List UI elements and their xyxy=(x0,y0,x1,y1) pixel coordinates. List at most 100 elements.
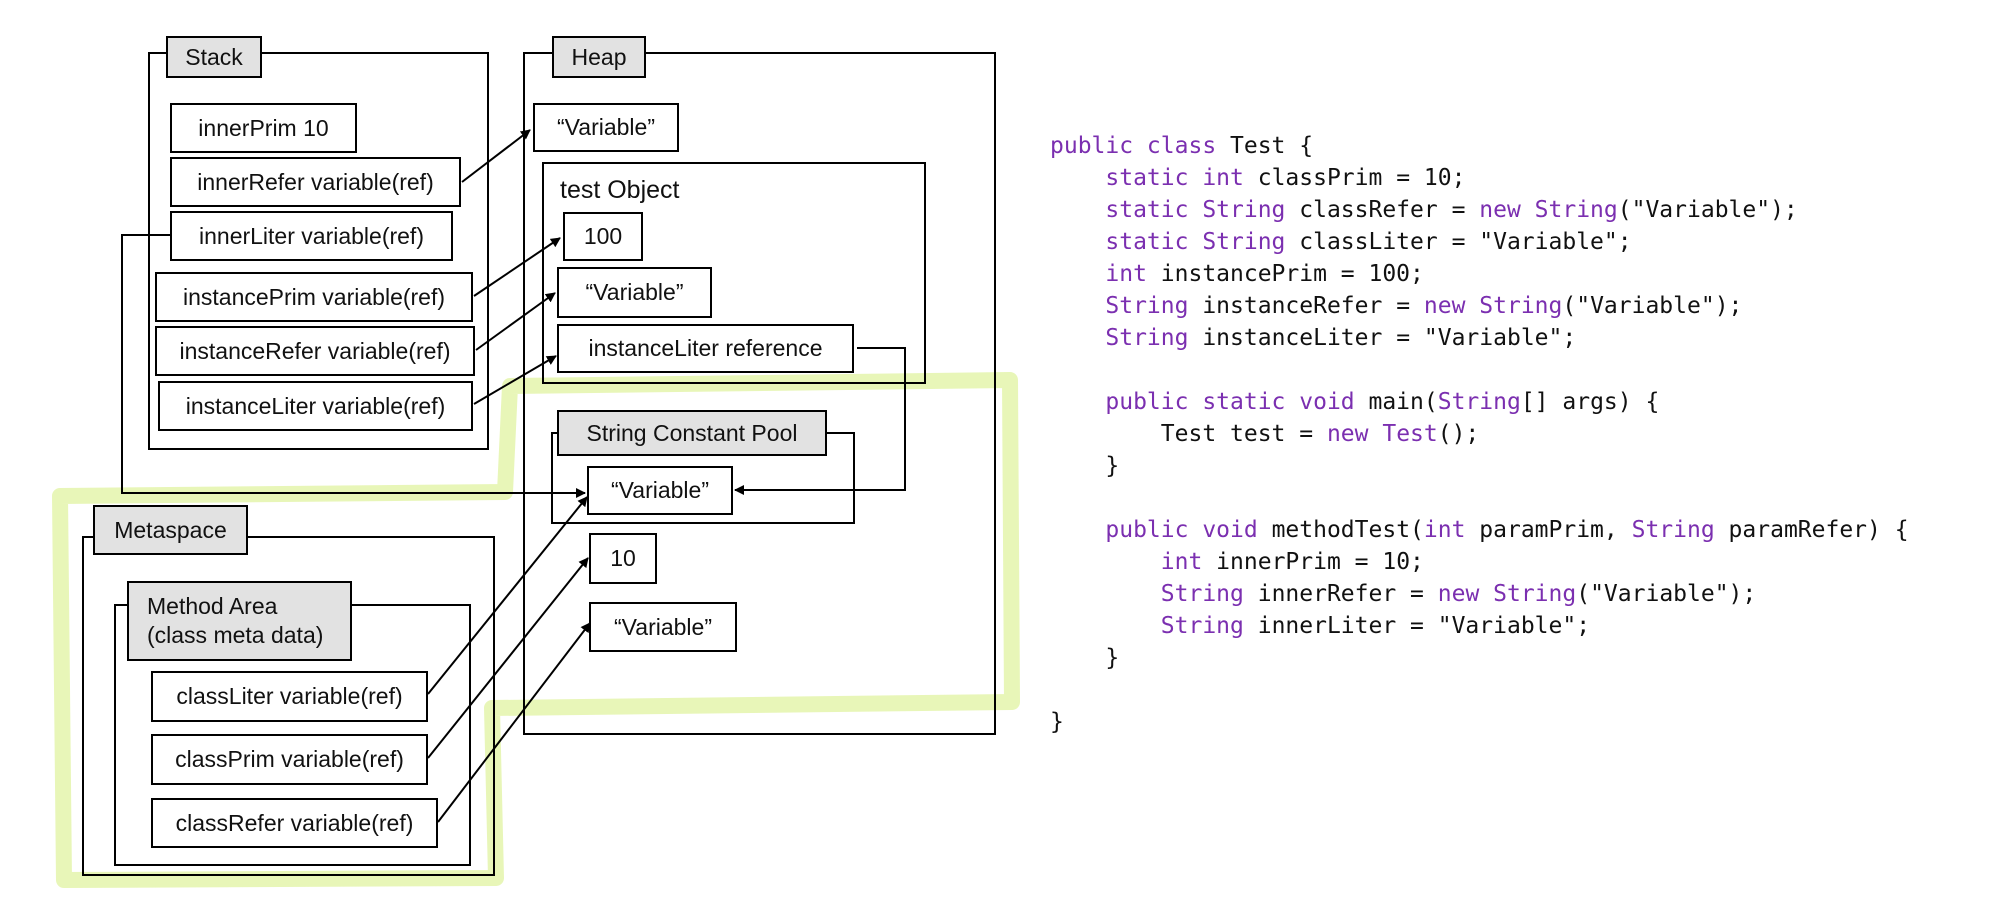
code-keyword: new Test xyxy=(1326,421,1438,447)
code-text: instanceRefer = xyxy=(1188,293,1424,319)
method-area-title: Method Area (class meta data) xyxy=(127,581,352,661)
code-line xyxy=(1050,674,1909,706)
code-line: public void methodTest(int paramPrim, St… xyxy=(1050,514,1909,546)
heap-value-10: 10 xyxy=(589,533,657,584)
code-line xyxy=(1050,354,1909,386)
metaspace-item-classPrim: classPrim variable(ref) xyxy=(151,734,428,785)
stack-item-instanceRefer: instanceRefer variable(ref) xyxy=(155,326,475,376)
code-text xyxy=(1050,165,1105,191)
code-line: String instanceLiter = "Variable"; xyxy=(1050,322,1909,354)
code-text: (); xyxy=(1437,421,1480,447)
code-text xyxy=(1050,549,1161,575)
arrow-classPrim xyxy=(427,557,589,759)
stack-item-instanceLiter: instanceLiter variable(ref) xyxy=(158,381,473,431)
code-text: ("Variable"); xyxy=(1562,293,1743,319)
code-text: classLiter = "Variable"; xyxy=(1285,229,1632,255)
code-text xyxy=(1050,293,1105,319)
test-object-title: test Object xyxy=(560,176,680,204)
test-object-instanceLiter-reference: instanceLiter reference xyxy=(557,324,854,373)
code-keyword: public void xyxy=(1105,517,1258,543)
code-line: public static void main(String[] args) { xyxy=(1050,386,1909,418)
code-line: String instanceRefer = new String("Varia… xyxy=(1050,290,1909,322)
code-text: methodTest( xyxy=(1257,517,1424,543)
code-line: static String classLiter = "Variable"; xyxy=(1050,226,1909,258)
code-text: } xyxy=(1050,709,1064,735)
metaspace-title: Metaspace xyxy=(93,505,248,555)
code-keyword: new String xyxy=(1479,197,1618,223)
code-text xyxy=(1050,197,1105,223)
metaspace-item-classLiter: classLiter variable(ref) xyxy=(151,671,428,722)
code-line: static int classPrim = 10; xyxy=(1050,162,1909,194)
code-keyword: new String xyxy=(1423,293,1563,319)
code-keyword: int xyxy=(1105,261,1147,287)
code-text: Test { xyxy=(1216,133,1314,159)
heap-variable-bottom: “Variable” xyxy=(589,602,737,652)
test-object-frame xyxy=(542,162,926,384)
code-keyword: String xyxy=(1105,293,1189,319)
metaspace-frame xyxy=(82,536,495,876)
code-line: int innerPrim = 10; xyxy=(1050,546,1909,578)
arrow-innerRefer xyxy=(461,129,531,183)
code-line: } xyxy=(1050,706,1909,738)
code-text: innerRefer = xyxy=(1243,581,1438,607)
code-text: innerPrim = 10; xyxy=(1202,549,1424,575)
code-text: paramRefer) { xyxy=(1714,517,1909,543)
code-text: [] args) { xyxy=(1520,389,1660,415)
heap-variable-top: “Variable” xyxy=(533,103,679,152)
code-text: Test test = xyxy=(1050,421,1327,447)
test-object-variable: “Variable” xyxy=(557,267,712,318)
code-keyword: public static void xyxy=(1105,389,1355,415)
code-line: static String classRefer = new String("V… xyxy=(1050,194,1909,226)
code-text: } xyxy=(1050,453,1120,479)
code-text xyxy=(1050,389,1105,415)
stack-item-instancePrim: instancePrim variable(ref) xyxy=(155,272,473,322)
code-line: Test test = new Test(); xyxy=(1050,418,1909,450)
code-keyword: static int xyxy=(1105,165,1244,191)
arrow-classRefer xyxy=(437,622,591,823)
arrow-classLiter xyxy=(427,496,588,695)
code-text xyxy=(1050,613,1161,639)
code-text: paramPrim, xyxy=(1465,517,1632,543)
stack-item-innerLiter: innerLiter variable(ref) xyxy=(170,211,453,261)
code-text: classRefer = xyxy=(1285,197,1480,223)
code-text: ("Variable"); xyxy=(1617,197,1798,223)
code-keyword: int xyxy=(1423,517,1466,543)
code-keyword: String xyxy=(1437,389,1521,415)
metaspace-item-classRefer: classRefer variable(ref) xyxy=(151,798,438,848)
code-text: classPrim = 10; xyxy=(1243,165,1466,191)
code-text xyxy=(1050,581,1161,607)
method-area-title-line2: (class meta data) xyxy=(147,622,324,648)
code-text: innerLiter = "Variable"; xyxy=(1243,613,1591,639)
code-line: public class Test { xyxy=(1050,130,1909,162)
code-text xyxy=(1050,325,1105,351)
arrow-innerLiter xyxy=(121,234,586,498)
test-object-value-100: 100 xyxy=(563,212,643,261)
code-line: } xyxy=(1050,450,1909,482)
code-keyword: static String xyxy=(1105,197,1286,223)
code-text: } xyxy=(1050,645,1120,671)
code-keyword: static String xyxy=(1105,229,1286,255)
code-keyword: int xyxy=(1160,549,1203,575)
code-line: int instancePrim = 100; xyxy=(1050,258,1909,290)
code-line: String innerRefer = new String("Variable… xyxy=(1050,578,1909,610)
heap-frame xyxy=(523,52,996,735)
code-line: String innerLiter = "Variable"; xyxy=(1050,610,1909,642)
code-keyword: String xyxy=(1160,581,1244,607)
code-text: main( xyxy=(1354,389,1438,415)
code-text: ("Variable"); xyxy=(1576,581,1757,607)
code-text: instancePrim = 100; xyxy=(1146,261,1424,287)
code-text: instanceLiter = "Variable"; xyxy=(1188,325,1577,351)
code-keyword: new String xyxy=(1437,581,1577,607)
code-keyword: String xyxy=(1631,517,1715,543)
stack-frame xyxy=(148,52,489,450)
stack-item-innerPrim: innerPrim 10 xyxy=(170,103,357,153)
stack-item-innerRefer: innerRefer variable(ref) xyxy=(170,157,461,207)
method-area-title-line1: Method Area xyxy=(147,593,278,619)
string-constant-pool-title: String Constant Pool xyxy=(557,410,827,456)
code-text xyxy=(1050,229,1105,255)
arrow-instanceRefer xyxy=(475,292,556,351)
code-text xyxy=(1050,517,1105,543)
stack-title: Stack xyxy=(166,36,262,78)
heap-title: Heap xyxy=(552,36,646,78)
code-keyword: public class xyxy=(1050,133,1217,159)
